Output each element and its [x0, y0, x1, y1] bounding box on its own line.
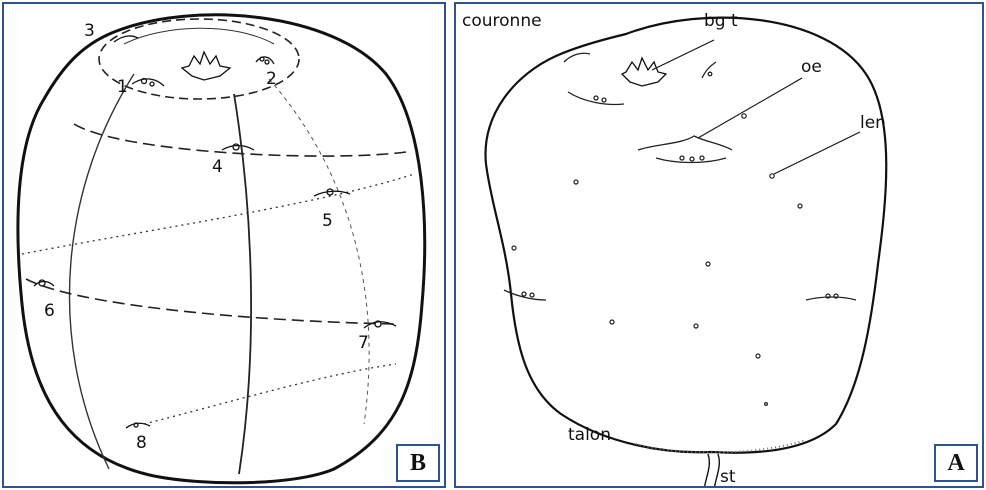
leader-lines [652, 40, 860, 174]
meridian-left [69, 74, 134, 469]
panel-a-badge: A [934, 444, 978, 482]
panel-b-tuber-eye-spiral: 1 2 3 4 5 6 7 8 B [2, 2, 446, 488]
label-eye: oe [801, 57, 822, 77]
lenticels [512, 114, 802, 406]
bud-cluster-a [622, 58, 666, 86]
tuber-b-outline [18, 15, 425, 483]
label-bud-tuft: bg t [704, 11, 738, 31]
tuber-a-drawing: couronne bg t oe len talon st [456, 4, 984, 488]
label-crown: couronne [462, 11, 542, 31]
eye-markers-a [504, 53, 856, 300]
panel-b-badge: B [396, 444, 440, 482]
panel-a-tuber-morphology: couronne bg t oe len talon st A [454, 2, 984, 488]
ring-lower [26, 279, 394, 324]
tuber-a-outline [486, 18, 887, 453]
tuber-b-drawing: 1 2 3 4 5 6 7 8 [4, 4, 446, 488]
label-heel: talon [568, 425, 611, 445]
label-stolon: st [720, 467, 736, 487]
spiral-2 [144, 364, 396, 424]
label-lenticel: len [860, 113, 886, 133]
eye-number-4: 4 [212, 157, 223, 177]
eye-number-1: 1 [117, 77, 128, 97]
eye-number-6: 6 [44, 301, 55, 321]
stolon [704, 454, 719, 488]
eye-markers [34, 36, 396, 428]
eye-number-7: 7 [358, 333, 369, 353]
eye-number-2: 2 [266, 69, 277, 89]
eye-number-3: 3 [84, 21, 95, 41]
meridian-right [269, 79, 369, 424]
eye-number-5: 5 [322, 211, 333, 231]
eye-number-8: 8 [136, 433, 147, 453]
meridian-center [234, 94, 251, 474]
bud-cluster-top [182, 52, 230, 80]
